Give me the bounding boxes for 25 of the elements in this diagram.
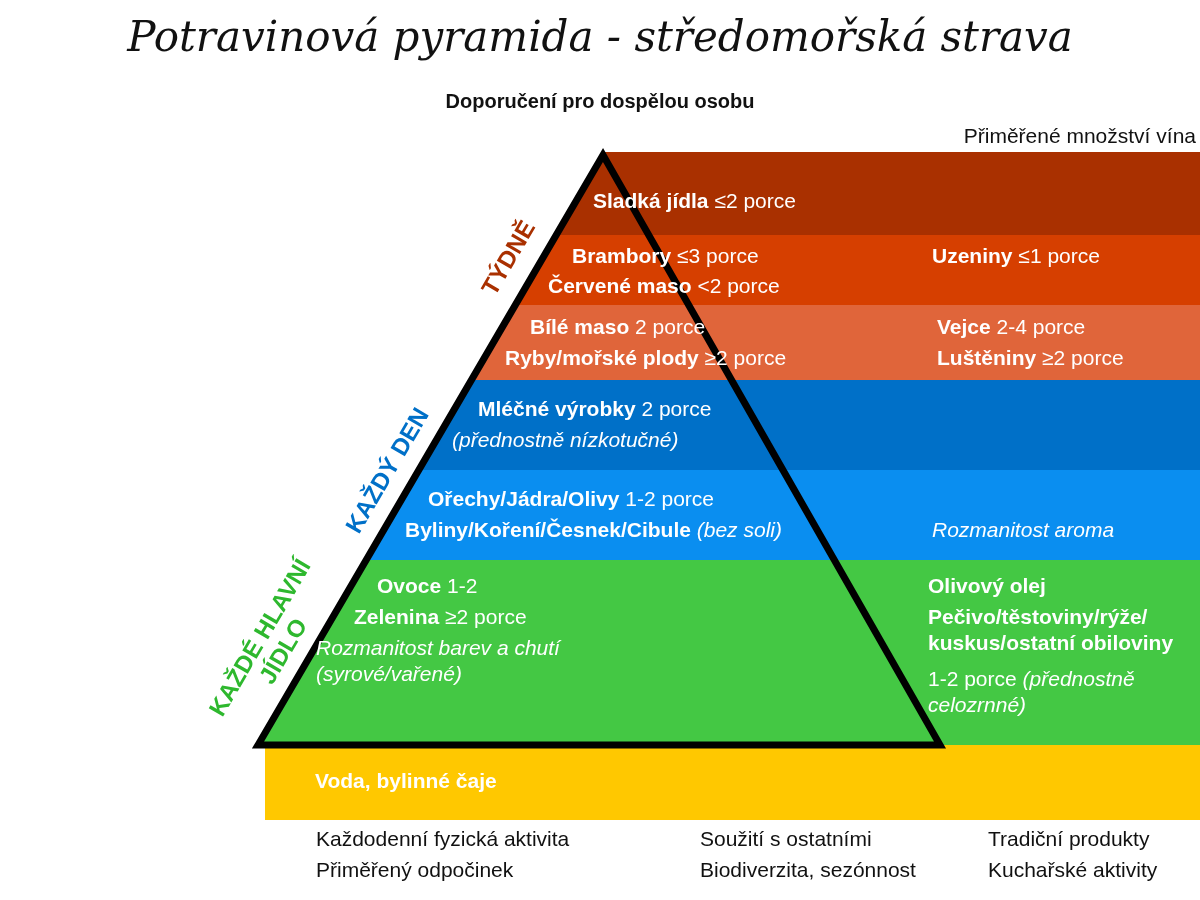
food-item-text: Zelenina ≥2 porce: [354, 604, 527, 630]
note-text: Tradiční produkty: [988, 827, 1150, 851]
note-text: Přiměřené množství vína: [963, 124, 1196, 148]
note-text: Kuchařské aktivity: [988, 858, 1158, 882]
food-item-text: Mléčné výrobky 2 porce: [478, 396, 712, 422]
subtitle: Doporučení pro dospělou osobu: [444, 90, 756, 113]
pyramid-tier: [265, 745, 1200, 820]
food-item-text: Uzeniny ≤1 porce: [932, 243, 1100, 269]
food-item-text: Vejce 2-4 porce: [937, 314, 1086, 340]
food-item-text: Rozmanitost aroma: [932, 517, 1115, 543]
note-text: Soužití s ostatními: [700, 827, 872, 851]
food-item-text: Luštěniny ≥2 porce: [937, 345, 1124, 371]
note-text: Biodiverzita, sezónnost: [700, 858, 916, 882]
food-item-text: (přednostně nízkotučné): [452, 427, 679, 453]
food-item-text: Pečivo/těstoviny/rýže/kuskus/ostatní obiloviny: [928, 604, 1175, 656]
food-item-text: 1-2 porce (přednostně celozrnné): [928, 666, 1136, 718]
title: Potravinová pyramida - středomořská strava: [125, 12, 1074, 61]
food-item-text: Byliny/Koření/Česnek/Cibule (bez soli): [405, 517, 782, 543]
food-item-text: Olivový olej: [928, 573, 1046, 599]
note-text: Přiměřený odpočinek: [316, 858, 514, 882]
food-item-text: Voda, bylinné čaje: [315, 768, 497, 794]
food-item-text: Ořechy/Jádra/Olivy 1-2 porce: [428, 486, 714, 512]
food-item-text: Rozmanitost barev a chutí (syrové/vařené): [316, 635, 563, 687]
food-item-text: Ovoce 1-2: [377, 573, 478, 599]
note-text: Každodenní fyzická aktivita: [316, 827, 570, 851]
